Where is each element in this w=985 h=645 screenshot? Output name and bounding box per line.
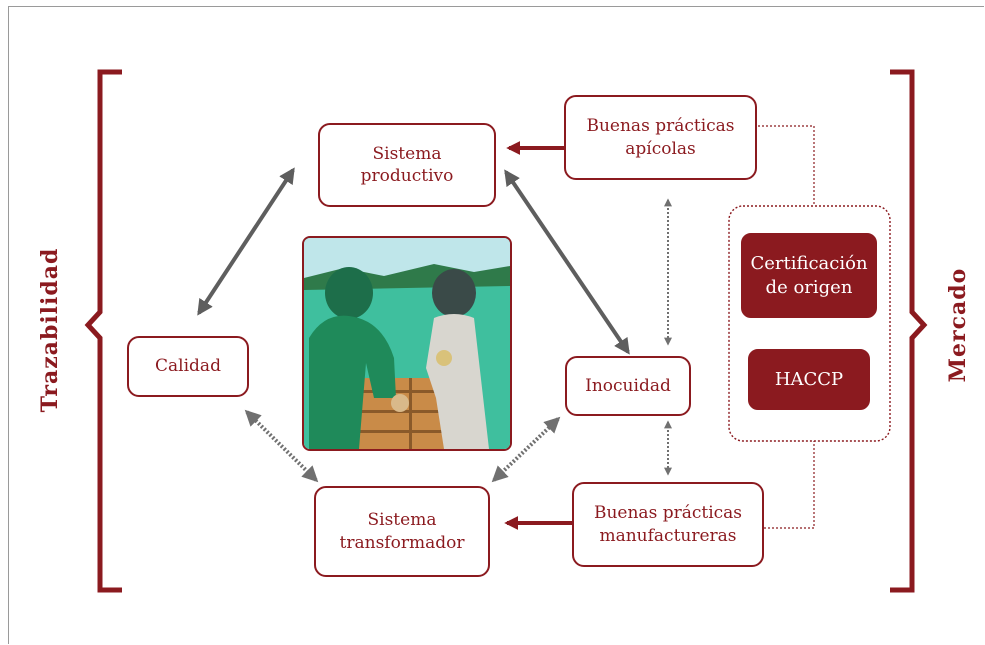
arrow-productivo-calidad xyxy=(197,167,295,316)
beekeepers-photo xyxy=(302,236,512,451)
left-brace xyxy=(84,69,122,593)
box-certificacion-origen: Certificación de origen xyxy=(741,233,877,318)
box-inocuidad: Inocuidad xyxy=(565,356,691,416)
connector-apicolas-group xyxy=(758,125,815,206)
right-brace xyxy=(890,69,928,593)
arrow-productivo-inocuidad xyxy=(504,169,630,355)
connector-manufactureras-group xyxy=(764,441,815,529)
box-calidad: Calidad xyxy=(127,336,249,397)
figure-frame xyxy=(8,6,984,644)
box-sistema-transformador: Sistema transformador xyxy=(314,486,490,577)
label-mercado: Mercado xyxy=(945,267,971,383)
box-buenas-practicas-manufactureras: Buenas prácticas manufactureras xyxy=(572,482,764,567)
box-sistema-productivo: Sistema productivo xyxy=(318,123,496,207)
beekeepers-illustration xyxy=(304,238,510,449)
label-trazabilidad: Trazabilidad xyxy=(37,247,63,413)
box-haccp: HACCP xyxy=(748,349,870,410)
arrow-inocuidad-transformador xyxy=(491,416,561,483)
box-buenas-practicas-apicolas: Buenas prácticas apícolas xyxy=(564,95,757,180)
arrow-calidad-transformador xyxy=(244,409,319,483)
